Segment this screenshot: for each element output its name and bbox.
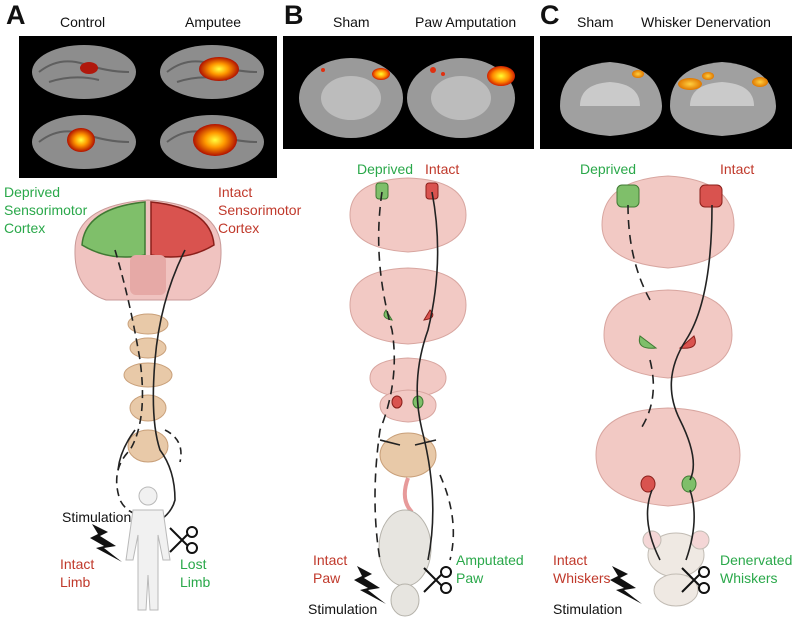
intact-paw-line-2: Paw [313,570,341,586]
deprived-line-1: Deprived [4,184,61,200]
intact-paw-line-1: Intact [313,552,348,568]
panel-c-intact: Intact [720,161,755,177]
panel-b-intact: Intact [425,161,460,177]
panel-c-denervated-whiskers: Denervated Whiskers [720,551,792,587]
deprived-line-3: Cortex [4,220,46,236]
intact-limb-line-1: Intact [60,556,95,572]
intact-whiskers-line-2: Whiskers [553,570,611,586]
lost-limb-line-2: Limb [180,574,211,590]
panel-b-stimulation: Stimulation [308,601,378,617]
brain-surface-amputee-top [160,45,264,99]
panel-a-brain-scan-grid [19,36,277,178]
panel-b-intact-paw: Intact Paw [313,551,347,587]
lightning-bolt-icon [90,524,122,562]
panel-b-header-paw-amputation: Paw Amputation [415,14,517,30]
panel-a-lost-limb: Lost Limb [180,555,210,591]
rat-brain-section-2 [349,267,467,345]
intact-cortex-red [150,201,215,258]
panel-c-header-whisker-denervation: Whisker Denervation [641,14,771,30]
panel-a-letter: A [6,0,26,30]
rat-fmri-images [299,58,515,138]
panel-a-stimulation: Stimulation [62,509,132,525]
panel-c-letter: C [540,0,560,30]
panel-b-header-sham: Sham [333,14,370,30]
amputated-paw-line-1: Amputated [456,552,524,568]
panel-b-deprived: Deprived [357,161,414,177]
amputated-paw-line-2: Paw [456,570,484,586]
panel-c-header-sham: Sham [577,14,614,30]
panel-b-letter: B [284,0,304,30]
rat-figure [378,477,432,617]
panel-a-intact-limb: Intact Limb [60,555,94,591]
brain-surface-control-top [32,45,136,99]
panel-b-mri-scan [283,36,534,149]
intact-limb-line-2: Limb [60,574,91,590]
scissors-icon [423,566,452,594]
panel-b-amputated-paw: Amputated Paw [456,551,524,587]
panel-a-header-amputee: Amputee [185,14,242,30]
panel-a-intact-label: Intact Sensorimotor Cortex [218,183,301,237]
deprived-line-2: Sensorimotor [4,202,88,218]
mouse-deprived-cortex [616,184,640,208]
lost-limb-line-1: Lost [180,556,207,572]
mouse-brain-section-2 [603,289,733,379]
human-brain-coronal [74,199,222,301]
deprived-cortex-green [81,201,146,258]
denervated-whiskers-line-2: Whiskers [720,570,778,586]
panel-c-mri-scan [540,36,792,149]
mouse-brain-section-3 [595,407,741,507]
denervated-whiskers-line-1: Denervated [720,552,793,568]
panel-a-header-control: Control [60,14,106,30]
panel-a-deprived-label: Deprived Sensorimotor Cortex [4,183,87,237]
human-figure [125,486,171,611]
rat-intact-cortex [425,182,439,200]
panel-c-deprived: Deprived [580,161,637,177]
intact-whiskers-line-1: Intact [553,552,588,568]
lightning-bolt-icon [610,566,642,604]
rat-deprived-cortex [375,182,389,200]
mouse-intact-cortex [699,184,723,208]
panel-c-stimulation: Stimulation [553,601,623,617]
brain-surface-amputee-bottom [160,115,264,169]
intact-line-2: Sensorimotor [218,202,302,218]
brain-surface-control-bottom [32,115,136,169]
lightning-bolt-icon [354,566,386,604]
panel-c-intact-whiskers: Intact Whiskers [553,551,611,587]
intact-line-1: Intact [218,184,253,200]
scissors-icon [169,526,198,554]
intact-line-3: Cortex [218,220,260,236]
scissors-icon [681,566,710,594]
mouse-fmri-images [560,62,776,136]
human-cortex-activation-images [32,45,264,169]
